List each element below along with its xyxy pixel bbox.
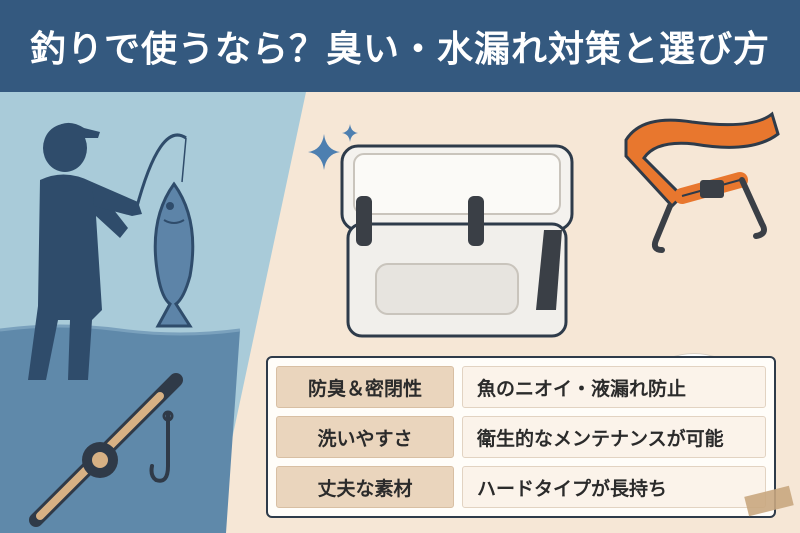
table-row-value: 魚のニオイ・液漏れ防止 [462,366,766,408]
table-row-key: 洗いやすさ [276,416,454,458]
fish-icon [153,181,195,328]
table-row: 防臭＆密閉性 魚のニオイ・液漏れ防止 [276,366,766,408]
feature-table: 防臭＆密閉性 魚のニオイ・液漏れ防止 洗いやすさ 衛生的なメンテナンスが可能 丈… [266,356,776,518]
page-title: 釣りで使うなら？臭い・水漏れ対策と選び方 [29,29,770,70]
table-row-value: 衛生的なメンテナンスが可能 [462,416,766,458]
table-row: 丈夫な素材 ハードタイプが長持ち [276,466,766,508]
hook-icon [149,410,174,483]
table-row-key: 丈夫な素材 [276,466,454,508]
cooler-box-illustration [340,144,574,338]
shoulder-strap-icon [624,111,780,253]
table-row: 洗いやすさ 衛生的なメンテナンスが可能 [276,416,766,458]
header-banner: 釣りで使うなら？臭い・水漏れ対策と選び方 [0,0,800,92]
sparkle-icon [308,124,358,170]
table-row-key: 防臭＆密閉性 [276,366,454,408]
fishing-rod-icon [29,373,183,527]
table-row-value: ハードタイプが長持ち [462,466,766,508]
fisherman-illustration [28,122,187,380]
